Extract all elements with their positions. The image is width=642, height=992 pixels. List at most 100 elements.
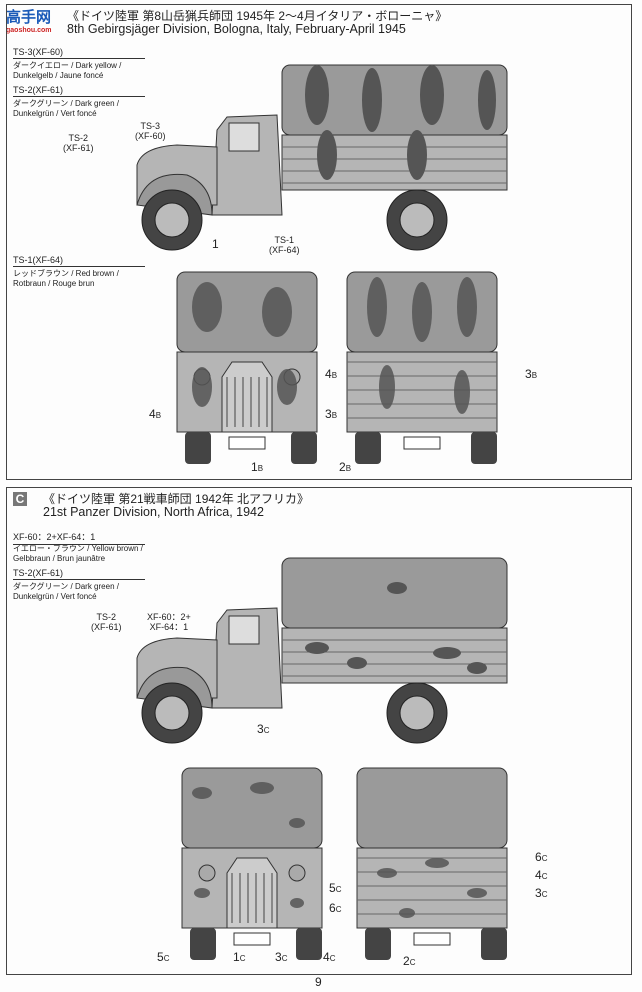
legend-code: TS-1(XF-64): [13, 255, 145, 267]
grille: [226, 857, 278, 929]
camo-spot: [467, 888, 487, 898]
camo-spot: [425, 858, 449, 868]
panel-title-en: 8th Gebirgsjäger Division, Bologna, Ital…: [67, 22, 406, 36]
scheme-badge: C: [13, 492, 27, 506]
legend-desc: イエロー・ブラウン / Yellow brown /Gelbbraun / Br…: [13, 544, 143, 563]
camo-spot: [478, 70, 496, 130]
decal-number: 4C: [535, 868, 548, 882]
camo-spot: [362, 68, 382, 132]
wheel: [291, 432, 317, 464]
truck-side-view: [136, 64, 508, 251]
camo-spot: [379, 365, 395, 409]
decal-number: 3B: [325, 407, 338, 421]
camo-spot: [305, 642, 329, 654]
license-plate: [233, 932, 271, 946]
decal-number: 5C: [157, 950, 170, 964]
callout-ts3: TS-3(XF-60): [135, 121, 166, 141]
camo-spot: [387, 582, 407, 594]
decal-number: 1B: [251, 460, 264, 474]
camo-spot: [192, 367, 212, 407]
legend-code: TS-2(XF-61): [13, 568, 145, 580]
legend-desc: レッドブラウン / Red brown /Rotbraun / Rouge br…: [13, 269, 119, 288]
camo-spot: [192, 787, 212, 799]
headlight: [198, 864, 216, 882]
callout-ts2: TS-2(XF-61): [63, 133, 94, 153]
scheme-panel-8th-gebirgsjager: 《ドイツ陸軍 第8山岳猟兵師団 1945年 2〜4月イタリア・ボローニャ》 8t…: [6, 4, 632, 480]
decal-number: 4C: [323, 950, 336, 964]
wheel: [355, 432, 381, 464]
license-plate: [413, 932, 451, 946]
camo-spot: [433, 647, 461, 659]
wheel: [185, 432, 211, 464]
panel-title-jp: 《ドイツ陸軍 第21戦車師団 1942年 北アフリカ》: [43, 492, 310, 506]
callout-ts1: TS-1(XF-64): [269, 235, 300, 255]
decal-number: 2B: [339, 460, 352, 474]
truck-rear-view: [356, 767, 508, 960]
wheel: [190, 928, 216, 960]
decal-number: 3C: [257, 722, 270, 736]
camo-spot: [407, 130, 427, 180]
camo-spot: [277, 369, 297, 405]
camo-spot: [289, 818, 305, 828]
wheel: [481, 928, 507, 960]
cargo-bed: [281, 627, 508, 684]
cab-window: [228, 122, 260, 152]
camo-spot: [305, 65, 329, 125]
legend-desc: ダークグリーン / Dark green /Dunkelgrün / Vert …: [13, 99, 119, 118]
license-plate: [228, 436, 266, 450]
decal-number: 2C: [403, 954, 416, 968]
camo-spot: [454, 370, 470, 414]
decal-number: 6C: [535, 850, 548, 864]
wheel-hub: [154, 202, 190, 238]
wheel: [365, 928, 391, 960]
tarp: [181, 767, 323, 849]
camo-spot: [420, 65, 444, 125]
scheme-panel-21st-panzer: C 《ドイツ陸軍 第21戦車師団 1942年 北アフリカ》 21st Panze…: [6, 487, 632, 975]
tailgate: [346, 351, 498, 433]
truck-front-view: [176, 271, 318, 464]
camo-spot: [412, 282, 432, 342]
wheel-hub: [154, 695, 190, 731]
camo-spot: [457, 277, 477, 337]
callout-xf60-xf64: XF-60：2+XF-64：1: [147, 612, 191, 632]
wheel-hub: [399, 202, 435, 238]
decal-number: 3C: [275, 950, 288, 964]
grille: [221, 361, 273, 433]
panel-title-en: 21st Panzer Division, North Africa, 1942: [43, 505, 264, 519]
camo-spot: [194, 888, 210, 898]
camo-spot: [399, 908, 415, 918]
tarp: [356, 767, 508, 849]
camo-spot: [250, 782, 274, 794]
decal-number: 3C: [535, 886, 548, 900]
decal-number: 3B: [525, 367, 538, 381]
cargo-bed: [281, 134, 508, 191]
camo-spot: [290, 898, 304, 908]
decal-number: 4B: [325, 367, 338, 381]
wheel-hub: [399, 695, 435, 731]
camo-spot: [377, 868, 397, 878]
legend-code: TS-2(XF-61): [13, 85, 145, 97]
page-number: 9: [315, 975, 322, 989]
decal-number: 5C: [329, 881, 342, 895]
legend-desc: ダークイエロー / Dark yellow /Dunkelgelb / Jaun…: [13, 61, 122, 80]
decal-number: 4B: [149, 407, 162, 421]
truck-front-view: [181, 767, 323, 960]
license-plate: [403, 436, 441, 450]
camo-spot: [262, 287, 292, 337]
camo-spot: [467, 662, 487, 674]
camo-spot: [192, 282, 222, 332]
decal-number: 1C: [233, 950, 246, 964]
camo-spot: [367, 277, 387, 337]
panel-title-jp: 《ドイツ陸軍 第8山岳猟兵師団 1945年 2〜4月イタリア・ボローニャ》: [67, 9, 448, 23]
legend-desc: ダークグリーン / Dark green /Dunkelgrün / Vert …: [13, 582, 119, 601]
cab-window: [228, 615, 260, 645]
truck-side-view: [136, 557, 508, 744]
decal-number: 6C: [329, 901, 342, 915]
legend-code: TS-3(XF-60): [13, 47, 145, 59]
callout-ts2: TS-2(XF-61): [91, 612, 122, 632]
camo-spot: [317, 130, 337, 180]
camo-spot: [347, 657, 367, 669]
wheel: [296, 928, 322, 960]
